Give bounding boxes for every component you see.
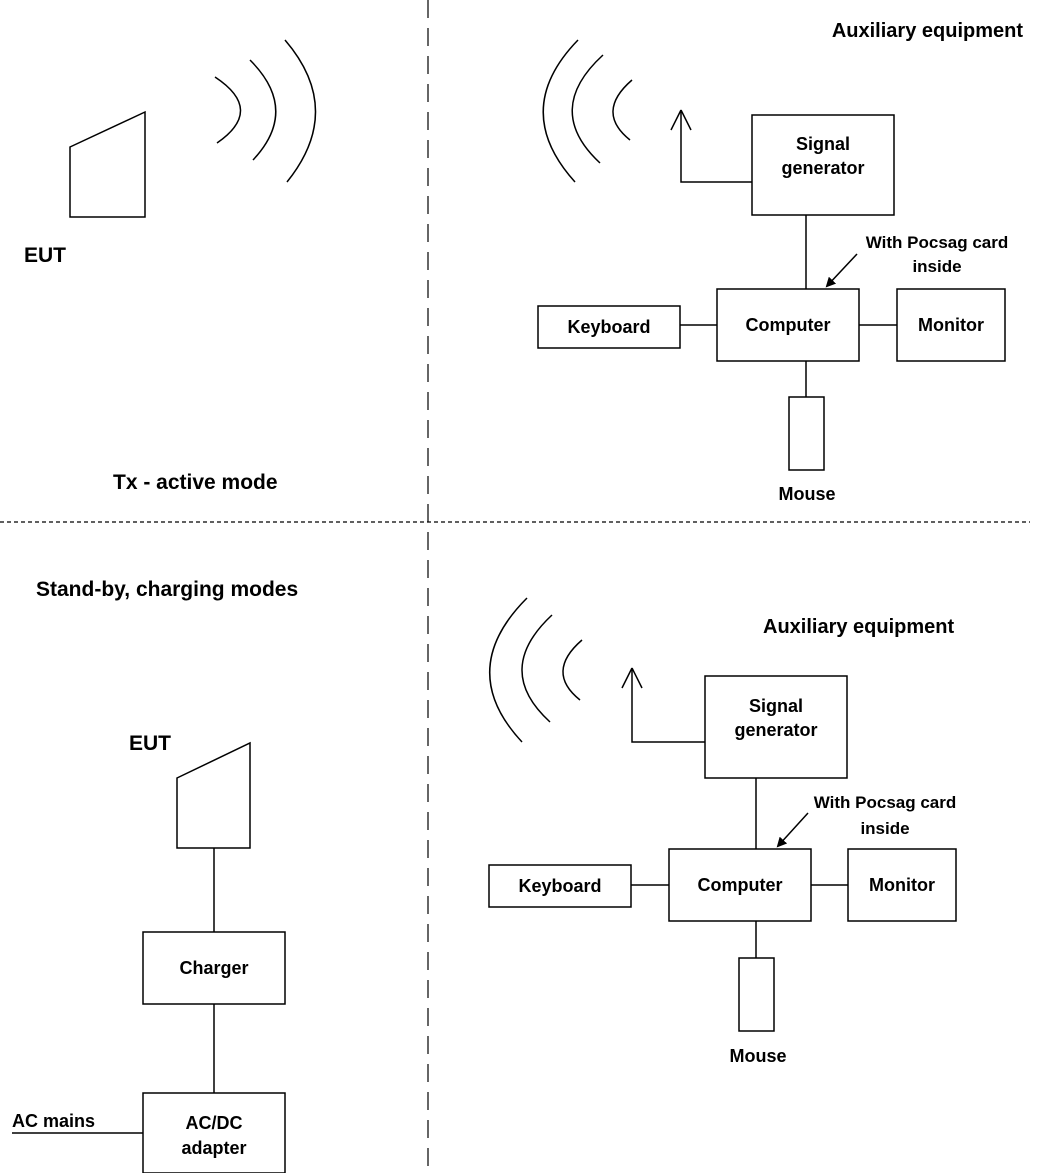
signal-generator-label: Signal [749, 696, 803, 716]
computer-label: Computer [746, 315, 831, 335]
keyboard-box [537, 305, 681, 349]
eut-label: EUT [129, 732, 171, 755]
computer-label: Computer [698, 875, 783, 895]
pocsag-note: With Pocsag card [866, 233, 1009, 252]
eut-device-icon [176, 741, 251, 849]
pocsag-note: inside [912, 257, 961, 276]
radio-waves-icon [489, 597, 583, 743]
arrow-icon [825, 253, 858, 288]
signal-generator-label: generator [781, 158, 864, 178]
ac-dc-adapter-label: AC/DC [186, 1113, 243, 1133]
signal-generator-label: Signal [796, 134, 850, 154]
mouse-label: Mouse [778, 484, 835, 504]
ac-mains-label: AC mains [12, 1111, 95, 1131]
computer-box [716, 288, 860, 362]
aux-title-clip: Auxiliary equipment [763, 616, 954, 638]
monitor-label: Monitor [918, 315, 984, 335]
ac-dc-adapter-box [142, 1092, 286, 1173]
mouse-box [738, 957, 775, 1032]
arrow-icon [776, 812, 809, 848]
aux-equipment-title: Auxiliary equipment [763, 616, 954, 638]
antenna-icon [621, 667, 705, 743]
radio-waves-icon [542, 39, 633, 183]
mouse-box [788, 396, 825, 471]
signal-generator-box [751, 114, 895, 216]
aux-equipment-title: Auxiliary equipment [832, 20, 1023, 42]
keyboard-label: Keyboard [518, 876, 601, 896]
pocsag-note: inside [860, 819, 909, 838]
radio-waves-icon [214, 39, 317, 183]
ac-dc-adapter-label: adapter [181, 1138, 246, 1158]
eut-label: EUT [24, 244, 66, 267]
eut-device-icon [69, 110, 146, 218]
mode-label-tx-active: Tx - active mode [113, 471, 278, 494]
signal-generator-label: generator [734, 720, 817, 740]
keyboard-box [488, 864, 632, 908]
keyboard-label: Keyboard [567, 317, 650, 337]
signal-generator-box [704, 675, 848, 779]
monitor-label: Monitor [869, 875, 935, 895]
antenna-icon [670, 109, 752, 183]
monitor-box [896, 288, 1006, 362]
charger-label: Charger [179, 958, 248, 978]
mouse-label: Mouse [729, 1046, 786, 1066]
pocsag-note: With Pocsag card [814, 793, 957, 812]
mode-label-standby-charging: Stand-by, charging modes [36, 578, 298, 601]
charger-box [142, 931, 286, 1005]
monitor-box [847, 848, 957, 922]
